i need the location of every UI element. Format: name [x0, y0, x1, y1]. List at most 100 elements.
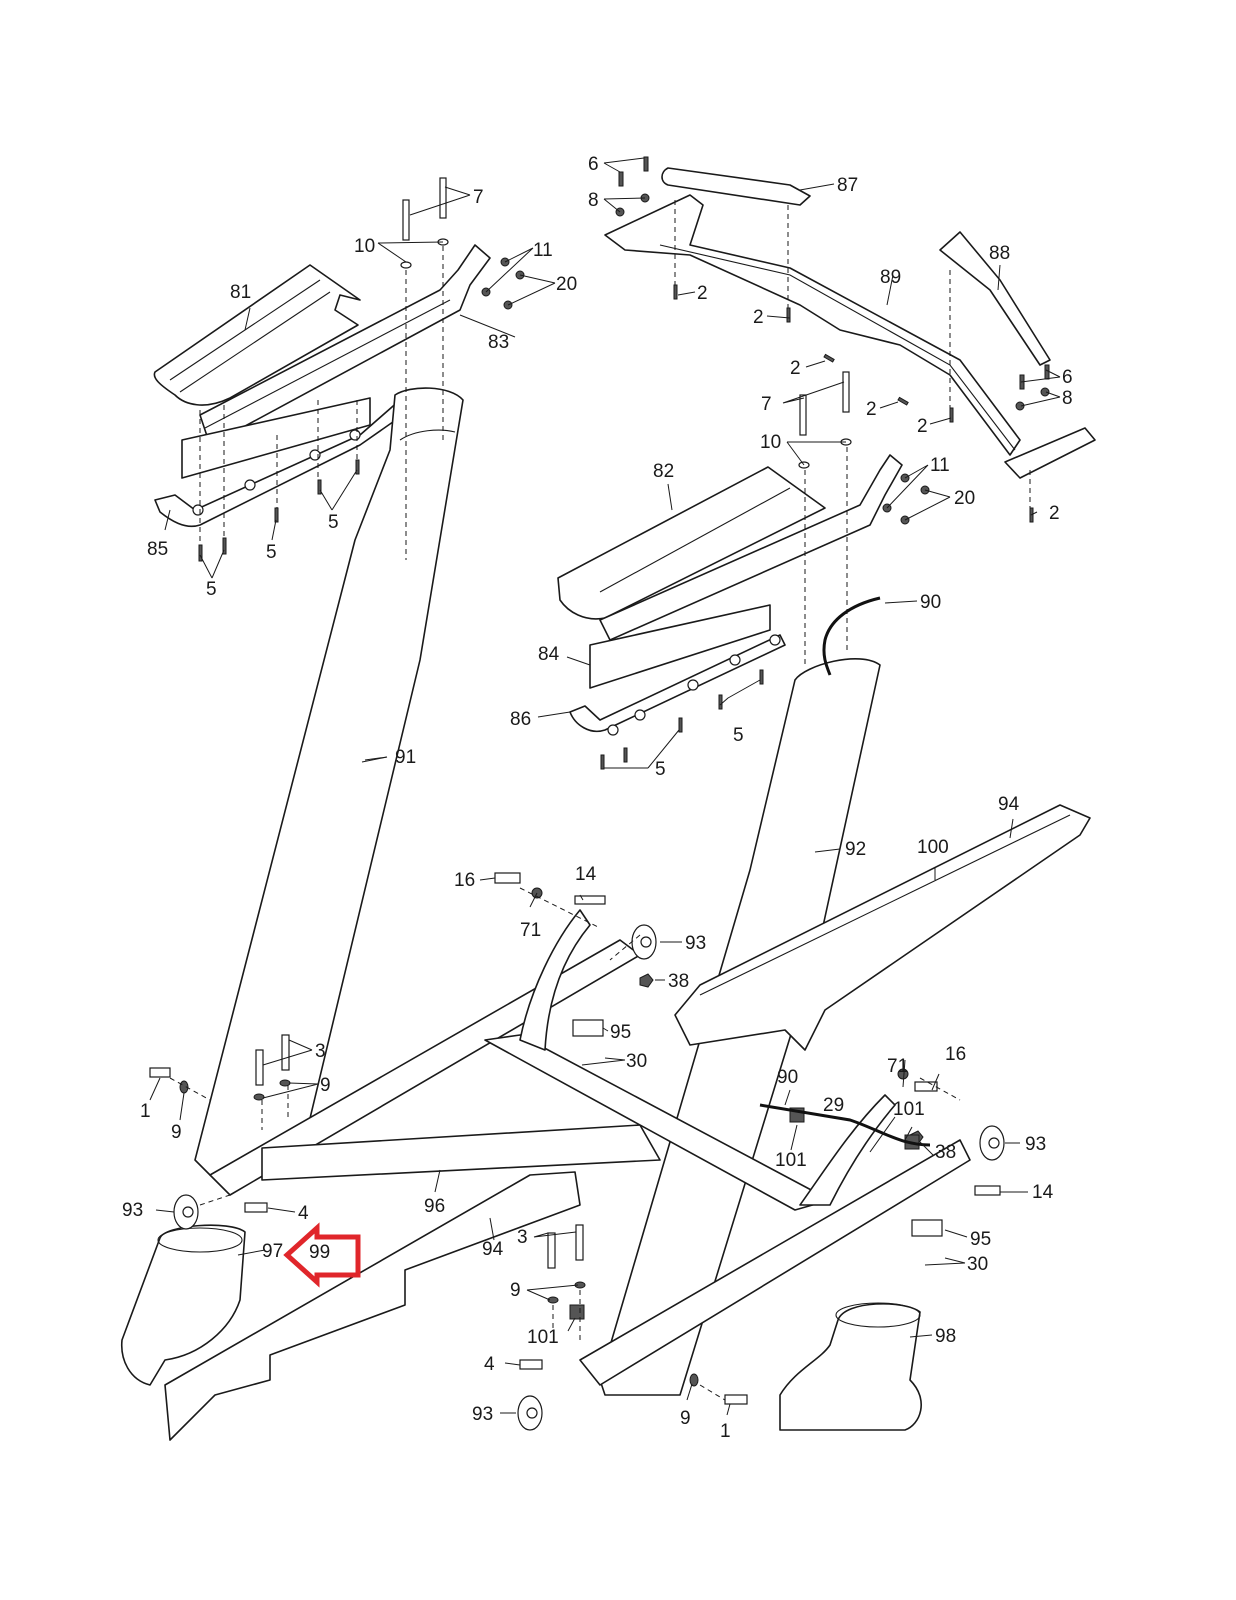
- part-89-handrail[interactable]: [604, 194, 1021, 456]
- label-71b: 71: [887, 1056, 908, 1077]
- label-1b: 1: [720, 1421, 731, 1442]
- label-7b: 7: [761, 394, 772, 415]
- part-96-crossmember[interactable]: [261, 1124, 661, 1181]
- label-93c: 93: [1025, 1134, 1046, 1155]
- left-handrail-tube: [181, 397, 371, 479]
- part-98-right-foot-cap[interactable]: [779, 1303, 922, 1431]
- part-93-wheels[interactable]: [173, 924, 1005, 1431]
- label-81: 81: [230, 282, 251, 303]
- label-96: 96: [424, 1196, 445, 1217]
- label-97: 97: [262, 1241, 283, 1262]
- label-84: 84: [538, 644, 560, 665]
- label-94a: 94: [998, 794, 1020, 815]
- right-top-handrail-assembly: [604, 156, 1096, 523]
- label-9b: 9: [171, 1122, 182, 1143]
- label-10: 10: [354, 236, 375, 257]
- label-3a: 3: [315, 1041, 326, 1062]
- left-bolts-7: [400, 177, 449, 269]
- part-97-left-foot-cap[interactable]: [121, 1224, 246, 1386]
- part-90-lower-wire-harness[interactable]: [759, 1103, 931, 1147]
- label-90a: 90: [920, 592, 941, 613]
- part-81-left-handrail-cover[interactable]: [153, 264, 361, 406]
- label-2d: 2: [866, 399, 877, 420]
- label-85: 85: [147, 539, 168, 560]
- part-95-block[interactable]: [572, 1019, 604, 1037]
- label-2b: 2: [753, 307, 764, 328]
- label-6a: 6: [588, 154, 599, 175]
- label-14b: 14: [1032, 1182, 1054, 1203]
- label-86: 86: [510, 709, 531, 730]
- label-9a: 9: [320, 1075, 331, 1096]
- label-83: 83: [488, 332, 509, 353]
- part-labels: 7 10 11 20 81 83 85 5 5 5 6 8 87 88 89 2…: [122, 154, 1073, 1442]
- right-base-rail[interactable]: [579, 1139, 971, 1386]
- right-handrail-endcap: [1004, 427, 1096, 479]
- label-100: 100: [917, 837, 949, 858]
- label-9c: 9: [510, 1280, 521, 1301]
- label-92: 92: [845, 839, 866, 860]
- label-3b: 3: [517, 1227, 528, 1248]
- label-93a: 93: [685, 933, 706, 954]
- label-2c: 2: [790, 358, 801, 379]
- part-84-right-tube[interactable]: [589, 604, 771, 689]
- label-88: 88: [989, 243, 1010, 264]
- label-14a: 14: [575, 864, 597, 885]
- right-handrail-assembly: [557, 371, 930, 1396]
- part-90-wire-harness[interactable]: [822, 596, 881, 676]
- part-99-left-rail-cover[interactable]: [164, 1171, 581, 1441]
- label-87: 87: [837, 175, 858, 196]
- lift-arm-right: [799, 1094, 896, 1206]
- label-29: 29: [823, 1095, 844, 1116]
- label-7: 7: [473, 187, 484, 208]
- label-9d: 9: [680, 1408, 691, 1429]
- label-6b: 6: [1062, 367, 1073, 388]
- label-4a: 4: [298, 1203, 309, 1224]
- label-4b: 4: [484, 1354, 495, 1375]
- label-2e: 2: [917, 416, 928, 437]
- label-98: 98: [935, 1326, 956, 1347]
- label-82: 82: [653, 461, 674, 482]
- highlight-arrow: [283, 1222, 361, 1288]
- label-11: 11: [533, 240, 553, 261]
- label-2a: 2: [697, 283, 708, 304]
- label-1a: 1: [140, 1101, 151, 1122]
- label-91: 91: [395, 747, 416, 768]
- label-95b: 95: [970, 1229, 991, 1250]
- label-101a: 101: [893, 1099, 925, 1120]
- label-95a: 95: [610, 1022, 631, 1043]
- label-90b: 90: [777, 1067, 798, 1088]
- part-88-handrail-grip[interactable]: [939, 231, 1051, 366]
- label-5b: 5: [328, 512, 339, 533]
- label-2f: 2: [1049, 503, 1060, 524]
- lift-arm-left: [519, 909, 591, 1051]
- label-16a: 16: [454, 870, 475, 891]
- label-20b: 20: [954, 488, 975, 509]
- label-71a: 71: [520, 920, 541, 941]
- label-93d: 93: [472, 1404, 493, 1425]
- part-100-right-rail-cover[interactable]: [674, 804, 1091, 1051]
- part-91-left-upright[interactable]: [194, 387, 464, 1176]
- label-5c: 5: [206, 579, 217, 600]
- label-101c: 101: [527, 1327, 559, 1348]
- label-11b: 11: [930, 455, 950, 476]
- label-30a: 30: [626, 1051, 647, 1072]
- label-89: 89: [880, 267, 901, 288]
- part-87-handrail-grip[interactable]: [661, 167, 811, 206]
- base-frame: [121, 804, 1091, 1441]
- label-38b: 38: [935, 1142, 956, 1163]
- label-5d: 5: [733, 725, 744, 746]
- label-93b: 93: [122, 1200, 143, 1221]
- label-10b: 10: [760, 432, 781, 453]
- part-95-block[interactable]: [911, 1219, 943, 1237]
- part-83-left-handrail-frame[interactable]: [199, 244, 491, 446]
- label-5a: 5: [266, 542, 277, 563]
- label-99: 99: [309, 1242, 330, 1263]
- leader-lines: [149, 157, 1061, 1416]
- label-5e: 5: [655, 759, 666, 780]
- label-94b: 94: [482, 1239, 504, 1260]
- label-20: 20: [556, 274, 577, 295]
- right-handrail-frame[interactable]: [599, 454, 903, 641]
- label-30b: 30: [967, 1254, 988, 1275]
- label-101b: 101: [775, 1150, 807, 1171]
